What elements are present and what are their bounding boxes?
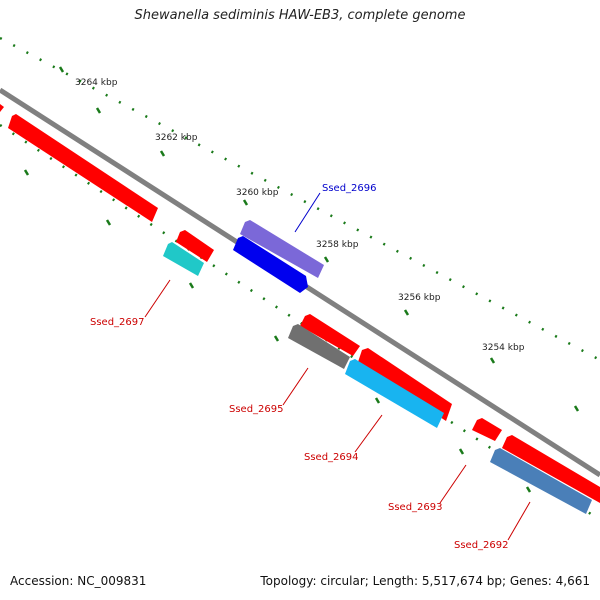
leader-ssed-2693	[439, 464, 467, 504]
major-tick	[573, 405, 580, 412]
map-title: Shewanella sediminis HAW-EB3, complete g…	[134, 8, 466, 23]
major-tick	[525, 486, 532, 493]
forward-genes	[0, 104, 600, 503]
major-tick	[323, 256, 330, 263]
gene-arrow[interactable]	[502, 435, 600, 503]
leader-ssed-2695	[282, 367, 309, 406]
major-tick	[458, 448, 465, 455]
major-tick	[95, 107, 102, 114]
gene-ssed-2696-b[interactable]	[233, 236, 308, 293]
accession-text: Accession: NC_009831	[10, 574, 147, 588]
label-ssed-2695[interactable]: Ssed_2695	[229, 404, 284, 415]
label-ssed-2692[interactable]: Ssed_2692	[454, 540, 509, 551]
label-ssed-2697[interactable]: Ssed_2697	[90, 317, 145, 328]
major-tick	[489, 357, 496, 364]
gene-ssed-2695[interactable]	[288, 324, 350, 369]
tick-label: 3254 kbp	[482, 343, 525, 353]
gene-ssed-2692[interactable]	[490, 448, 592, 514]
gene-arrow[interactable]	[358, 348, 452, 421]
gene-ssed-2694[interactable]	[345, 359, 444, 428]
gene-arrow[interactable]	[0, 104, 4, 112]
major-tick	[58, 66, 65, 73]
tick-label: 3264 kbp	[75, 78, 118, 88]
label-ssed-2693[interactable]: Ssed_2693	[388, 502, 443, 513]
major-ticks	[23, 66, 580, 493]
major-tick	[23, 169, 30, 176]
major-tick	[374, 397, 381, 404]
tick-label: 3260 kbp	[236, 188, 279, 198]
major-tick	[105, 219, 112, 226]
gene-arrow[interactable]	[176, 230, 214, 262]
leader-ssed-2696	[294, 192, 321, 233]
gene-ssed-2696-a[interactable]	[240, 220, 324, 278]
gene-arrow[interactable]	[472, 418, 502, 441]
leader-ssed-2692	[507, 501, 531, 541]
gene-ssed-2697[interactable]	[163, 242, 204, 276]
tick-label: 3256 kbp	[398, 293, 441, 303]
tick-label: 3262 kbp	[155, 133, 198, 143]
major-tick	[188, 282, 195, 289]
gene-arrow[interactable]	[8, 114, 158, 222]
major-tick	[159, 150, 166, 157]
major-tick	[242, 199, 249, 206]
major-tick	[273, 335, 280, 342]
leader-ssed-2697	[144, 279, 171, 318]
label-ssed-2694[interactable]: Ssed_2694	[304, 452, 359, 463]
major-tick	[403, 309, 410, 316]
leader-ssed-2694	[354, 414, 383, 453]
tick-label: 3258 kbp	[316, 240, 359, 250]
gene-arrow[interactable]	[300, 314, 360, 356]
topology-text: Topology: circular; Length: 5,517,674 bp…	[260, 574, 590, 588]
label-ssed-2696[interactable]: Ssed_2696	[322, 183, 377, 194]
